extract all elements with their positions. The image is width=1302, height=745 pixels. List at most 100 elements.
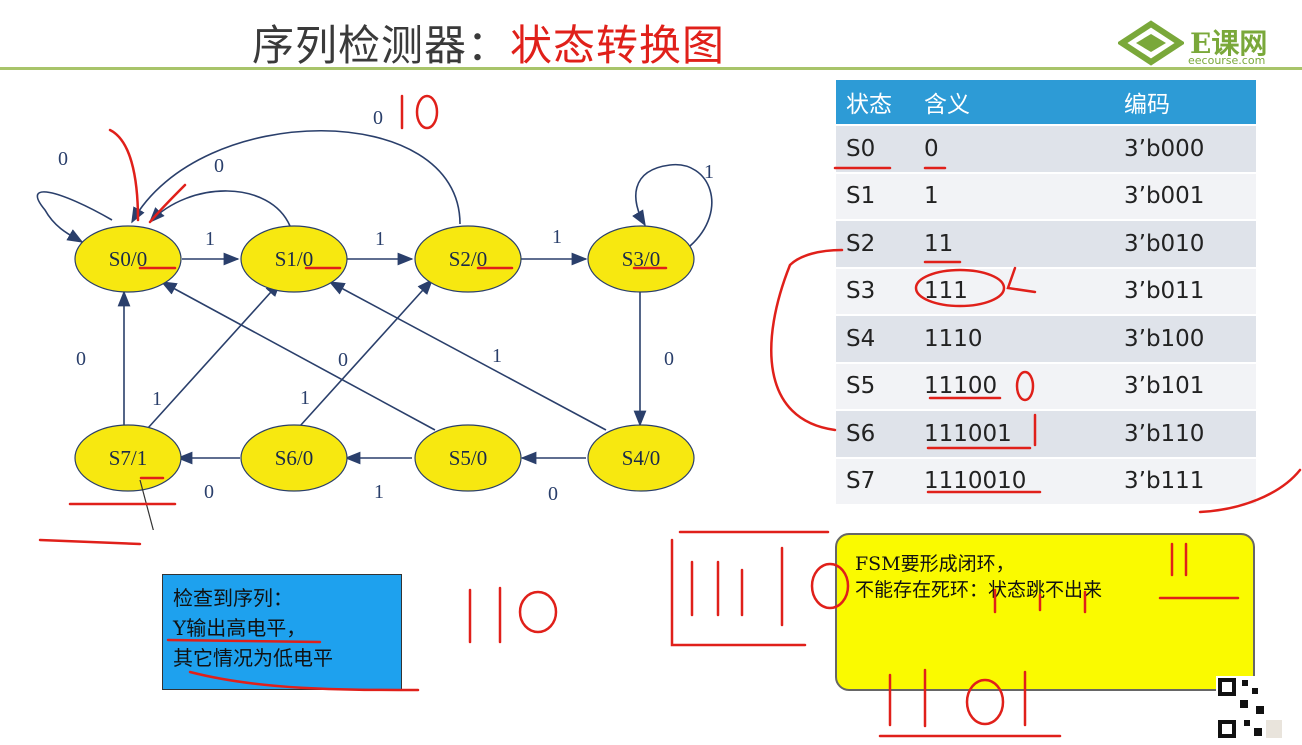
title-prefix: 序列检测器： bbox=[252, 21, 511, 70]
edge-s4-s1 bbox=[328, 281, 607, 431]
table-cell: 3’b101 bbox=[1114, 361, 1256, 410]
table-cell: 1 bbox=[914, 171, 1114, 220]
table-cell: S6 bbox=[836, 409, 914, 458]
edge-label-s5-s0: 0 bbox=[338, 349, 348, 371]
edge-label-s7-s1: 1 bbox=[152, 388, 162, 410]
ink-110-digit-0 bbox=[518, 590, 558, 634]
table-header-row: 状态 含义 编码 bbox=[836, 80, 1256, 125]
title-divider bbox=[0, 67, 1302, 70]
table-cell: S7 bbox=[836, 456, 914, 504]
table-header-meaning: 含义 bbox=[914, 80, 1114, 125]
table-header-state: 状态 bbox=[836, 80, 914, 125]
table-cell: S3 bbox=[836, 266, 914, 315]
edge-label-s0-s1: 1 bbox=[205, 228, 215, 250]
table-cell: 0 bbox=[914, 124, 1114, 173]
edge-label-s0-self: 0 bbox=[58, 148, 68, 170]
note-line: FSM要形成闭环， bbox=[855, 553, 1015, 575]
edge-label-s3-self: 1 bbox=[704, 161, 714, 183]
table-cell: 111 bbox=[914, 266, 1114, 315]
table-cell: 3’b100 bbox=[1114, 314, 1256, 363]
table-cell: 3’b111 bbox=[1114, 456, 1256, 504]
edge-label-s1-s0: 0 bbox=[214, 155, 224, 177]
callout-line: 其它情况为低电平 bbox=[173, 646, 333, 670]
state-label-s3: S3/0 bbox=[622, 247, 661, 271]
state-diagram: 0 1 0 1 0 1 1 0 0 1 1 0 0 1 0 1 S0/0 S1/… bbox=[36, 107, 714, 530]
state-s3 bbox=[587, 225, 695, 293]
title-highlight: 状态转换图 bbox=[510, 21, 726, 70]
page-title: 序列检测器：状态转换图 bbox=[252, 12, 725, 73]
state-label-s0: S0/0 bbox=[109, 247, 148, 271]
edge-labels: 0 1 0 1 0 1 1 0 0 1 1 0 0 1 0 1 bbox=[58, 107, 714, 505]
state-s1 bbox=[240, 225, 348, 293]
edge-label-s4-s5: 0 bbox=[548, 483, 558, 505]
table-cell: 1110010 bbox=[914, 456, 1114, 504]
table-header-encoding: 编码 bbox=[1114, 80, 1256, 125]
logo-domain: eecourse.com bbox=[1188, 54, 1266, 67]
fsm-note: FSM要形成闭环， 不能存在死环：状态跳不出来 bbox=[835, 533, 1255, 691]
table-cell: S0 bbox=[836, 124, 914, 173]
edge-s5-s0 bbox=[160, 281, 436, 431]
table-cell: 1110 bbox=[914, 314, 1114, 363]
state-s0 bbox=[74, 225, 182, 293]
table-cell: 3’b011 bbox=[1114, 266, 1256, 315]
state-label-s5: S5/0 bbox=[449, 446, 488, 470]
output-callout: 检查到序列： Y输出高电平， 其它情况为低电平 bbox=[162, 574, 402, 690]
edge-label-s6-s2: 1 bbox=[300, 387, 310, 409]
ink-box-bracket bbox=[670, 530, 830, 647]
edge-s1-s0 bbox=[148, 190, 291, 227]
edge-label-s6-s7: 0 bbox=[204, 481, 214, 503]
state-s2 bbox=[414, 225, 522, 293]
table-cell: 111001 bbox=[914, 409, 1114, 458]
table-cell: S4 bbox=[836, 314, 914, 363]
edge-label-s1-s2: 1 bbox=[375, 228, 385, 250]
table-cell: 3’b000 bbox=[1114, 124, 1256, 173]
callout-line: Y输出高电平， bbox=[173, 616, 307, 640]
logo: E课网 eecourse.com bbox=[1116, 20, 1298, 67]
table-cell: S5 bbox=[836, 361, 914, 410]
edge-s7-s1 bbox=[147, 280, 282, 429]
state-label-s1: S1/0 bbox=[275, 247, 314, 271]
edge-s3-self bbox=[632, 163, 713, 247]
table-cell: 11 bbox=[914, 219, 1114, 268]
table-cell: S2 bbox=[836, 219, 914, 268]
logo-diamond-icon bbox=[1116, 20, 1186, 66]
qr-code-icon bbox=[1216, 676, 1286, 742]
table-cell: 3’b010 bbox=[1114, 219, 1256, 268]
state-label-s6: S6/0 bbox=[275, 446, 314, 470]
state-label-s2: S2/0 bbox=[449, 247, 488, 271]
edge-label-s7-s0: 0 bbox=[76, 348, 86, 370]
state-s4 bbox=[587, 424, 695, 492]
callout-pointer bbox=[139, 479, 154, 530]
logo-name: E课网 bbox=[1190, 27, 1268, 60]
callout-line: 检查到序列： bbox=[173, 586, 293, 610]
edge-label-s2-s3: 1 bbox=[552, 226, 562, 248]
table-cell: 3’b001 bbox=[1114, 171, 1256, 220]
table-cell: S1 bbox=[836, 171, 914, 220]
table-cell: 11100 bbox=[914, 361, 1114, 410]
state-s5 bbox=[414, 424, 522, 492]
state-s6 bbox=[240, 424, 348, 492]
state-label-s7: S7/1 bbox=[109, 446, 148, 470]
state-s7 bbox=[74, 424, 182, 492]
edge-s2-s0 bbox=[131, 130, 461, 225]
ink-loop-arrow bbox=[770, 248, 844, 432]
edge-label-s5-s6: 1 bbox=[374, 481, 384, 503]
edge-label-s2-s0: 0 bbox=[373, 107, 383, 129]
edge-s6-s2 bbox=[299, 278, 434, 427]
edge-label-s3-s4: 0 bbox=[664, 348, 674, 370]
ink-mark-s7-b bbox=[38, 538, 142, 546]
edge-label-s4-s1: 1 bbox=[492, 345, 502, 367]
note-line: 不能存在死环：状态跳不出来 bbox=[855, 579, 1103, 601]
state-label-s4: S4/0 bbox=[622, 446, 661, 470]
edge-s0-self bbox=[36, 191, 113, 243]
table-cell: 3’b110 bbox=[1114, 409, 1256, 458]
